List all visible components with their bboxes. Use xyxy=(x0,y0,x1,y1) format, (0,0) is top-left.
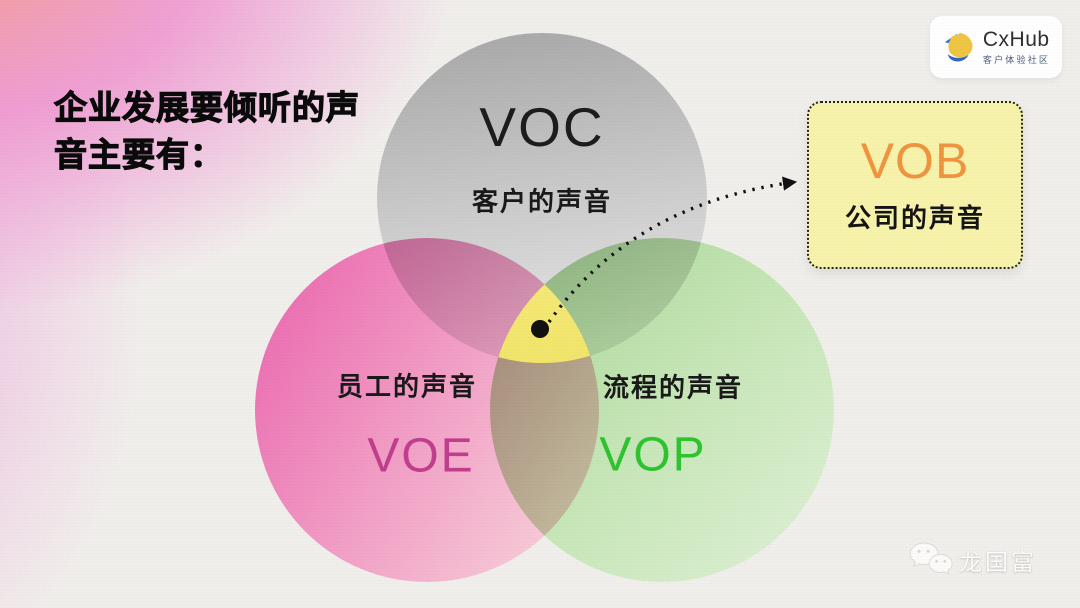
vob-callout: VOB 公司的声音 xyxy=(807,101,1023,269)
watermark: 龙国富 xyxy=(908,541,1037,579)
venn-circles xyxy=(255,33,834,582)
cxhub-logo: CxHub 客户体验社区 xyxy=(930,16,1062,78)
cxhub-blob-icon xyxy=(944,32,973,62)
watermark-text: 龙国富 xyxy=(959,549,1037,575)
vob-abbr: VOB xyxy=(860,132,970,189)
voe-abbr: VOE xyxy=(367,429,475,483)
vop-abbr: VOP xyxy=(599,428,707,482)
page-title: 企业发展要倾听的声 音主要有： xyxy=(53,88,360,174)
logo-tagline: 客户体验社区 xyxy=(982,55,1051,66)
logo-brand: CxHub xyxy=(982,27,1050,51)
voc-label: 客户的声音 xyxy=(471,186,613,217)
voc-abbr: VOC xyxy=(479,96,605,158)
connector-origin-dot xyxy=(531,320,549,338)
vop-label: 流程的声音 xyxy=(602,372,744,403)
voe-circle xyxy=(255,238,599,582)
vob-connector-arrow xyxy=(547,176,798,323)
wechat-icon xyxy=(909,542,953,576)
voe-label: 员工的声音 xyxy=(336,371,478,402)
vop-circle xyxy=(490,238,834,582)
vob-label: 公司的声音 xyxy=(844,202,985,233)
logo-text: CxHub 客户体验社区 xyxy=(983,28,1050,66)
